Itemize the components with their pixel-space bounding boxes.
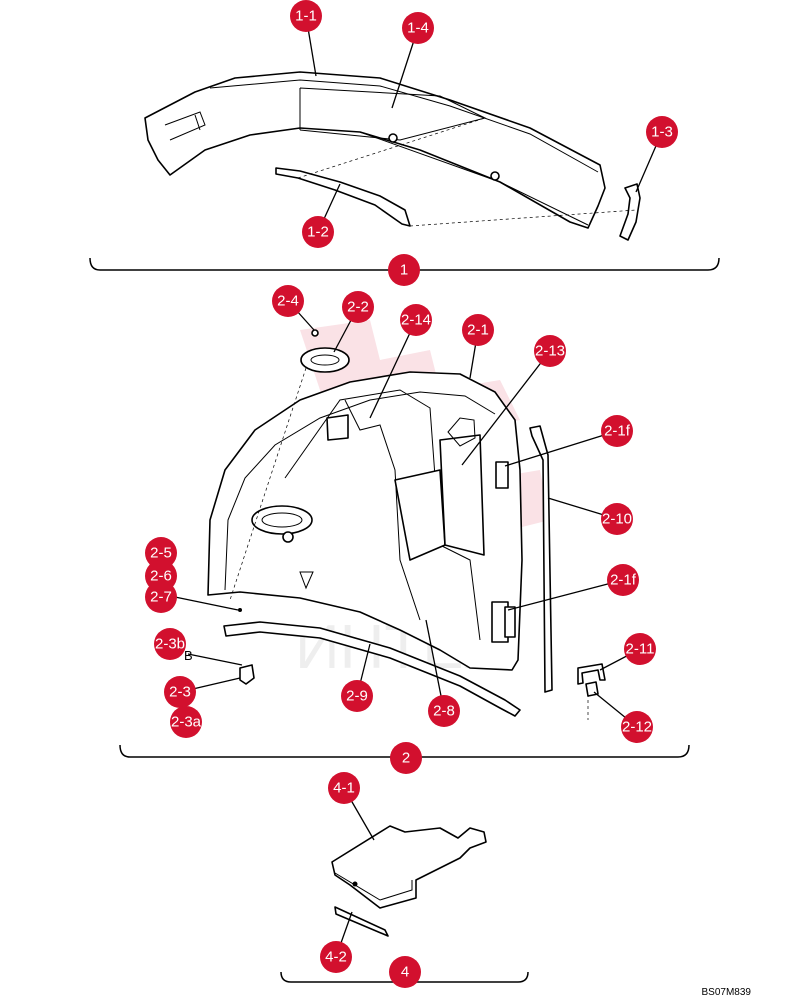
callout-2-12: 2-12 (621, 711, 653, 743)
callout-1-2: 1-2 (302, 216, 334, 248)
svg-text:1-3: 1-3 (651, 124, 673, 141)
callout-2-4: 2-4 (272, 285, 304, 317)
svg-text:2-3b: 2-3b (155, 636, 185, 653)
svg-text:2-13: 2-13 (535, 343, 565, 360)
group-labels: 1 2 4 (388, 254, 422, 988)
svg-text:1-4: 1-4 (407, 20, 429, 37)
callout-2-13: 2-13 (534, 335, 566, 367)
svg-text:2-1f: 2-1f (604, 423, 631, 440)
group-4-parts (331, 825, 487, 937)
callout-2-11: 2-11 (624, 633, 656, 665)
callout-2-8: 2-8 (428, 695, 460, 727)
callout-2-1f-upper: 2-1f (601, 415, 633, 447)
callout-2-2: 2-2 (342, 291, 374, 323)
svg-text:2-8: 2-8 (433, 703, 455, 720)
group-2-parts (207, 329, 606, 717)
callout-2-3: 2-3 (164, 676, 196, 708)
drawing-code: BS07M839 (701, 987, 751, 998)
group-label-2: 2 (390, 742, 422, 774)
svg-text:2-1f: 2-1f (610, 572, 637, 589)
svg-text:2-12: 2-12 (622, 719, 652, 736)
dashed-guide (297, 117, 637, 227)
callout-1-1: 1-1 (290, 0, 322, 32)
svg-text:2-5: 2-5 (150, 545, 172, 562)
stray-label: B (184, 648, 193, 663)
svg-text:2-14: 2-14 (401, 312, 431, 329)
callout-2-5: 2-5 (145, 537, 177, 569)
group-label-1: 1 (388, 254, 420, 286)
svg-text:2-11: 2-11 (626, 641, 655, 658)
callout-2-14: 2-14 (400, 304, 432, 336)
svg-text:1-1: 1-1 (295, 8, 317, 25)
svg-text:2-3a: 2-3a (171, 714, 202, 731)
svg-text:2-2: 2-2 (347, 299, 369, 316)
svg-text:2-10: 2-10 (602, 511, 632, 528)
dashed-guide (229, 367, 589, 720)
callout-2-1: 2-1 (462, 314, 494, 346)
callouts: 1-1 1-4 1-3 1-2 2-4 2-2 2-14 2-1 2-13 2-… (145, 0, 678, 973)
callout-2-3a: 2-3a (170, 706, 202, 738)
svg-text:2-6: 2-6 (150, 568, 172, 585)
callout-1-4: 1-4 (402, 12, 434, 44)
callout-1-3: 1-3 (646, 116, 678, 148)
svg-text:2-9: 2-9 (346, 688, 368, 705)
group-1-parts (144, 71, 641, 241)
callout-2-9: 2-9 (341, 680, 373, 712)
callout-2-3b: 2-3b (154, 628, 186, 660)
callout-2-7: 2-7 (145, 581, 177, 613)
callout-4-2: 4-2 (320, 941, 352, 973)
callout-2-1f-lower: 2-1f (607, 564, 639, 596)
svg-text:2-7: 2-7 (150, 589, 172, 606)
svg-text:4-1: 4-1 (333, 780, 355, 797)
svg-text:1-2: 1-2 (307, 224, 329, 241)
callout-2-10: 2-10 (601, 503, 633, 535)
svg-text:1: 1 (400, 262, 408, 279)
svg-text:2-4: 2-4 (277, 293, 299, 310)
group-label-4: 4 (389, 956, 421, 988)
svg-text:2-1: 2-1 (467, 322, 489, 339)
svg-text:4: 4 (401, 964, 409, 981)
svg-text:2-3: 2-3 (169, 684, 191, 701)
svg-text:2: 2 (402, 750, 410, 767)
svg-text:4-2: 4-2 (325, 949, 347, 966)
callout-4-1: 4-1 (328, 772, 360, 804)
